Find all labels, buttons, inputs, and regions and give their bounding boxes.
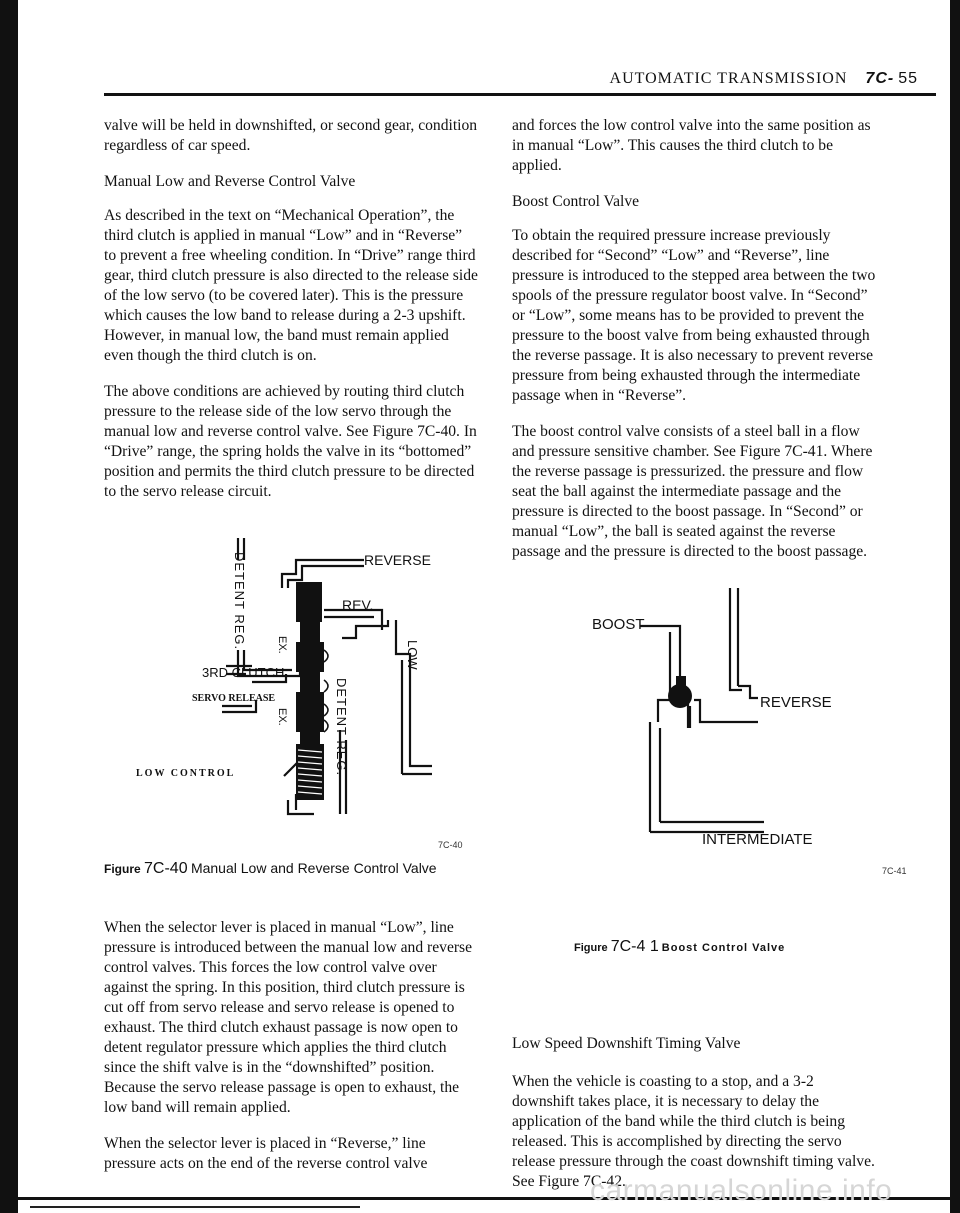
label-boost: BOOST <box>592 616 645 633</box>
paragraph: The above conditions are achieved by rou… <box>104 383 477 500</box>
label-intermediate: INTERMEDIATE <box>702 831 813 848</box>
paragraph: The boost control valve consists of a st… <box>512 423 873 560</box>
paragraph: valve will be held in downshifted, or se… <box>104 117 478 154</box>
right-scan-border <box>950 0 960 1213</box>
label-rev: REV. <box>342 597 374 613</box>
figure-caption-7c-41: Figure 7C-4 1 Boost Control Valve <box>574 938 786 955</box>
paragraph: When the vehicle is coasting to a stop, … <box>512 1073 875 1190</box>
left-column-lower: When the selector lever is placed in man… <box>104 918 478 1190</box>
left-scan-border <box>0 0 18 1213</box>
bottom-rule-short <box>30 1206 360 1208</box>
label-3rd-clutch: 3RD CLUTCH <box>202 665 285 680</box>
watermark-text: carmanualsonline.info <box>590 1174 893 1207</box>
figure-7c-40-diagram <box>222 538 432 816</box>
label-reverse: REVERSE <box>364 552 431 568</box>
paragraph: As described in the text on “Mechanical … <box>104 207 478 364</box>
figure-7c-41-diagram <box>640 588 764 834</box>
figure-caption-7c-40: Figure 7C-40 Manual Low and Reverse Cont… <box>104 860 437 877</box>
label-servo-release: SERVO RELEASE <box>192 693 276 704</box>
section-heading: Low Speed Downshift Timing Valve <box>512 1035 741 1052</box>
right-column-lower: Low Speed Downshift Timing Valve When th… <box>512 1034 878 1208</box>
label-detent-reg-mid: DETENT REG. <box>334 678 349 777</box>
page-code: 7C- <box>865 70 895 87</box>
label-low: LOW <box>405 640 420 670</box>
section-heading: Manual Low and Reverse Control Valve <box>104 173 356 190</box>
section-heading: Boost Control Valve <box>512 193 640 210</box>
paragraph: To obtain the required pressure increase… <box>512 227 876 404</box>
bottom-rule <box>0 1197 960 1200</box>
section-title: AUTOMATIC TRANSMISSION <box>609 70 848 87</box>
right-column: and forces the low control valve into th… <box>512 116 878 578</box>
label-ex-bottom: EX. <box>276 708 288 726</box>
paragraph: and forces the low control valve into th… <box>512 117 871 174</box>
label-reverse-41: REVERSE <box>760 694 832 711</box>
paragraph: When the selector lever is placed in “Re… <box>104 1135 428 1172</box>
page-number: 55 <box>898 70 918 87</box>
left-column: valve will be held in downshifted, or se… <box>104 116 478 518</box>
page-header: AUTOMATIC TRANSMISSION 7C-55 <box>610 70 918 88</box>
figure-tag: 7C-41 <box>882 866 907 876</box>
header-rule <box>104 93 936 96</box>
label-detent-reg-top: DETENT REG. <box>232 552 247 651</box>
figure-tag: 7C-40 <box>438 840 463 850</box>
label-ex-top: EX. <box>276 636 288 654</box>
paragraph: When the selector lever is placed in man… <box>104 919 473 1116</box>
label-low-control: LOW CONTROL <box>136 768 236 779</box>
